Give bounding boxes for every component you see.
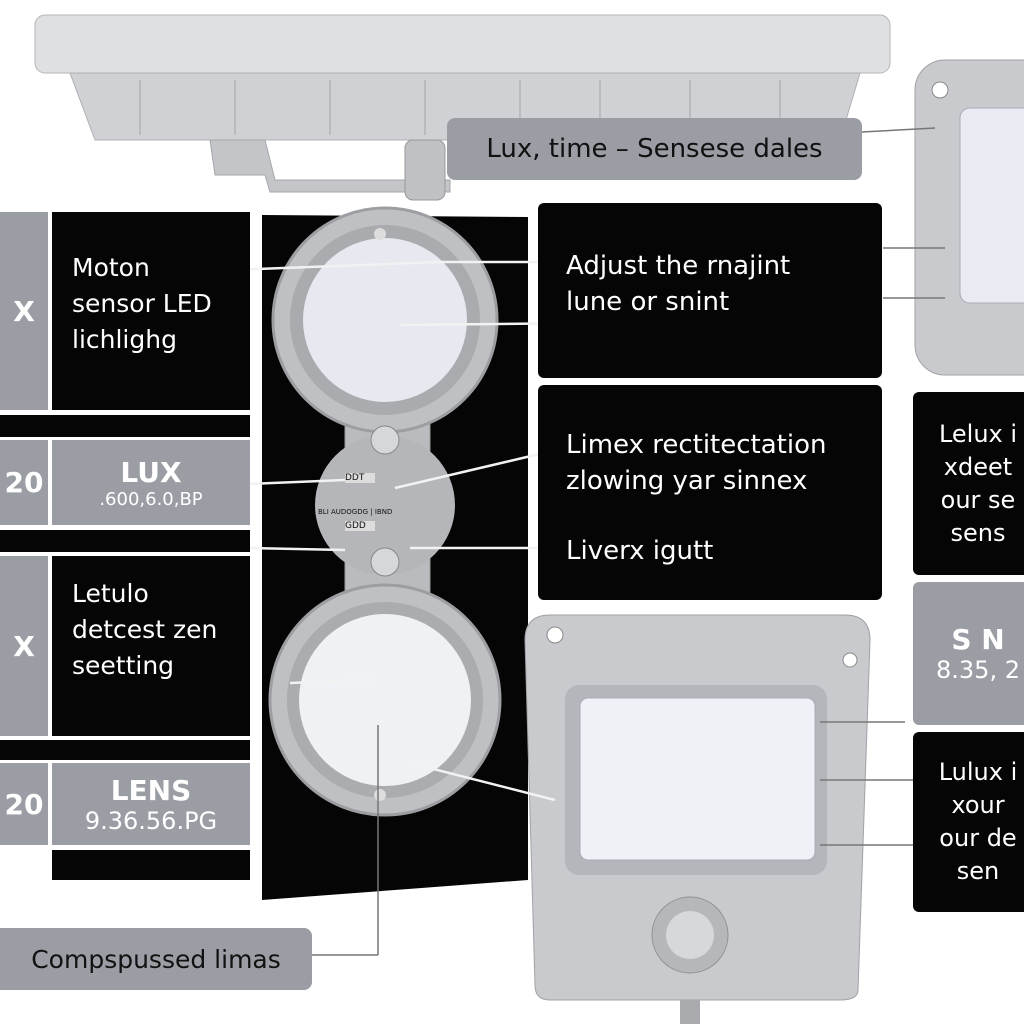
divider — [0, 415, 250, 437]
text-line: sens — [950, 518, 1006, 547]
text-line: zlowing yar sinnex — [566, 466, 808, 496]
text-line: Moton — [72, 253, 150, 282]
text-line: our se — [940, 485, 1016, 514]
left-side-cell-2: 20 — [0, 440, 48, 525]
text-line: Liverx igutt — [566, 536, 714, 566]
left-side-cell-4: 20 — [0, 763, 48, 845]
text-line: lichlighg — [72, 325, 177, 354]
right-spec-cell: S N 8.35, 2 — [913, 582, 1024, 725]
bottom-label: Compspussed limas — [0, 928, 312, 990]
right-callout-2: Lulux i xour our de sen — [913, 732, 1024, 912]
left-side-cell-3: X — [0, 556, 48, 736]
text-line: seetting — [72, 651, 175, 680]
center-sensor-device — [268, 206, 502, 817]
lens-title: LENS — [110, 773, 192, 807]
text-line: our de — [939, 824, 1017, 852]
divider — [52, 850, 250, 880]
text-line: lune or snint — [566, 287, 730, 317]
lux-spec-cell: LUX .600,6.0,BP — [52, 440, 250, 525]
front-sensor-device — [524, 614, 871, 1024]
limex-callout: Limex rectitectation zlowing yar sinnex … — [538, 385, 882, 600]
detection-zone-label: Letulo detcest zen seetting — [52, 556, 250, 736]
text-line: Lelux i — [938, 419, 1018, 448]
spec-code: 8.35, 2 — [936, 656, 1020, 684]
text-line: Limex rectitectation — [566, 430, 827, 460]
text-line: Letulo — [72, 579, 149, 608]
side-sensor-housing — [914, 59, 1024, 376]
divider — [0, 740, 250, 760]
left-side-cell-1: X — [0, 212, 48, 410]
device-mark: BLI AUDOGDG | IBND — [318, 508, 393, 516]
text-line: detcest zen — [72, 615, 218, 644]
text-line: Adjust the rnajint — [566, 251, 791, 281]
lux-title: LUX — [120, 455, 182, 489]
top-label: Lux, time – Sensese dales — [447, 118, 862, 180]
device-mark: DDT — [345, 473, 375, 483]
text-line: sen — [956, 857, 1000, 885]
spec-title: S N — [951, 623, 1005, 656]
device-mark: GDD — [345, 521, 375, 531]
motion-sensor-led-label: Moton sensor LED lichlighg — [52, 212, 250, 410]
adjust-callout: Adjust the rnajint lune or snint — [538, 203, 882, 378]
text-line: Lulux i — [938, 758, 1018, 786]
lens-code: 9.36.56.PG — [84, 806, 218, 835]
text-line: xour — [951, 791, 1005, 819]
text-line: sensor LED — [72, 289, 212, 318]
lux-code: .600,6.0,BP — [99, 488, 203, 510]
lens-spec-cell: LENS 9.36.56.PG — [52, 763, 250, 845]
right-callout-1: Lelux i xdeet our se sens — [913, 392, 1024, 575]
text-line: xdeet — [943, 452, 1013, 481]
divider — [0, 530, 250, 552]
